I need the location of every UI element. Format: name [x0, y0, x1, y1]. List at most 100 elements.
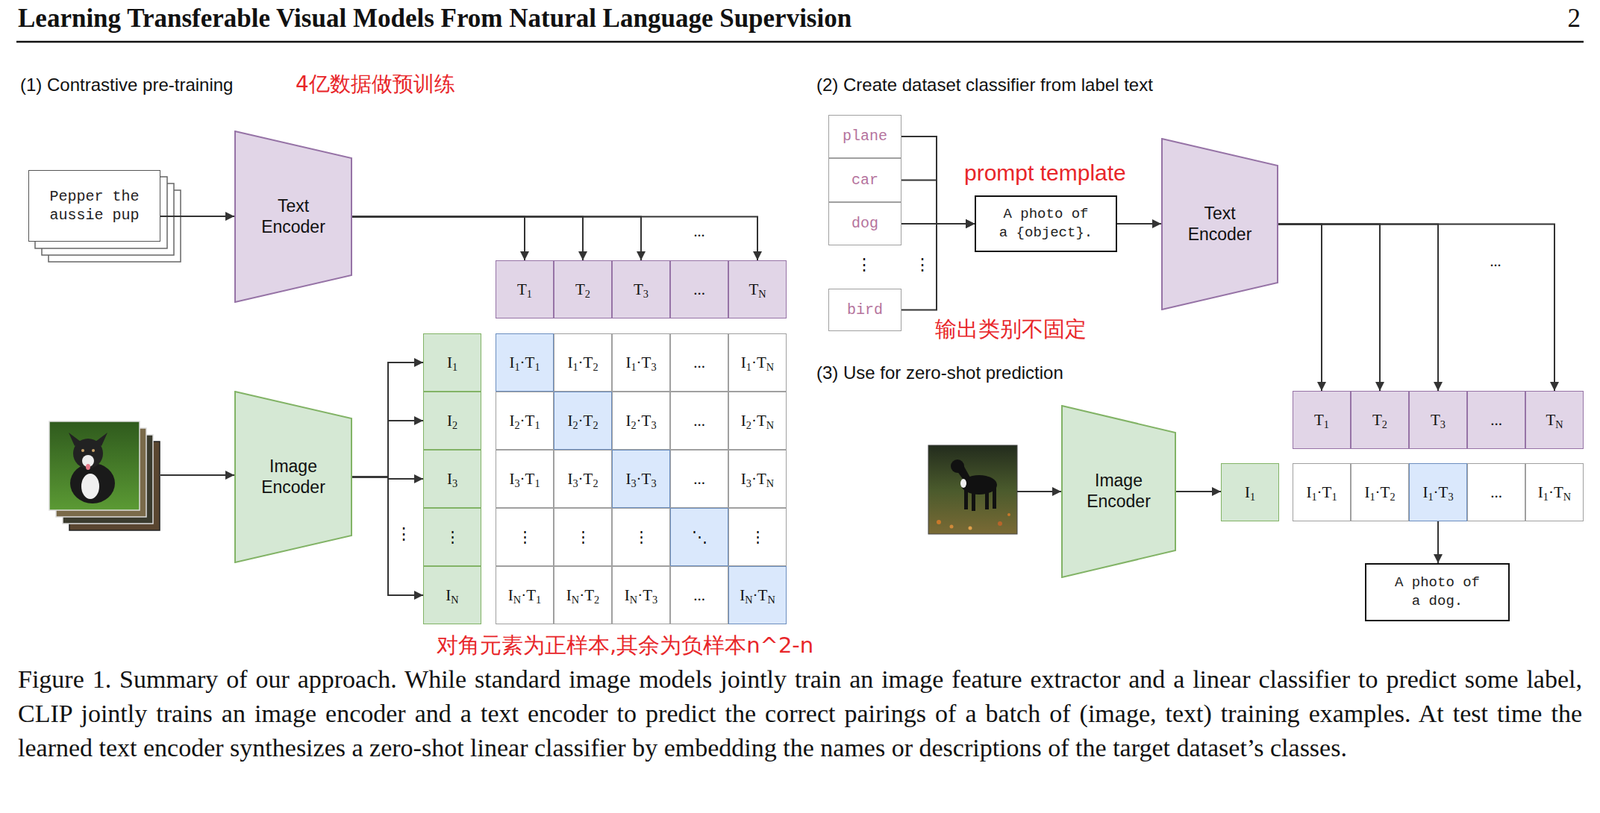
- subscript: N: [1555, 418, 1563, 431]
- connector: [352, 217, 642, 262]
- panel-heading: (2) Create dataset classifier from label…: [816, 74, 1153, 97]
- image-encoder: Image Encoder: [1061, 405, 1177, 579]
- trapezoid-shape: [235, 131, 352, 303]
- node-text: I3: [447, 471, 458, 488]
- connector: [901, 136, 975, 224]
- figure-caption: Figure 1. Summary of our approach. While…: [17, 662, 1583, 766]
- node-text: I1·T3: [625, 355, 656, 371]
- text-encoder: Text Encoder: [1161, 138, 1279, 311]
- annotation: prompt template: [964, 159, 1127, 187]
- subscript: 1: [535, 594, 542, 606]
- node-text: T1: [517, 282, 533, 298]
- node-text: Image Encoder: [252, 456, 335, 498]
- image-embedding: I2: [423, 391, 482, 450]
- node-text: ...: [1490, 485, 1503, 501]
- subscript: 2: [630, 419, 636, 432]
- subscript: 3: [1440, 418, 1446, 431]
- image-embedding: ⋮: [423, 508, 482, 567]
- dog-eye: [81, 449, 85, 453]
- subscript: 1: [526, 288, 533, 300]
- dog-chest: [81, 473, 100, 500]
- subscript: 2: [452, 419, 458, 432]
- dog-photo: [49, 421, 140, 511]
- node-text: I2·T2: [567, 413, 598, 430]
- node-text: IN·T3: [624, 588, 658, 604]
- similarity-cell: I1·T3: [611, 333, 671, 392]
- similarity-cell: IN·T1: [495, 566, 554, 625]
- node-text: TN: [748, 282, 766, 298]
- subscript: 3: [452, 477, 458, 490]
- subscript: 1: [534, 477, 540, 490]
- node-text: ...: [693, 413, 706, 430]
- text-embedding: TN: [728, 260, 787, 319]
- subscript: N: [513, 594, 521, 606]
- connector: [901, 223, 975, 311]
- subscript: N: [758, 288, 766, 300]
- subscript: 2: [594, 594, 600, 606]
- connector: [1278, 224, 1555, 392]
- dog-chest: [960, 479, 967, 489]
- prediction-box: A photo of a dog.: [1364, 563, 1510, 622]
- node-text: I2·T3: [625, 413, 656, 430]
- node-text: T3: [633, 282, 649, 298]
- connector: [1176, 491, 1221, 493]
- annotation: 4亿数据做预训练: [295, 71, 456, 98]
- similarity-cell: IN·T2: [553, 566, 612, 625]
- panel-heading: (1) Contrastive pre-training: [20, 74, 233, 97]
- similarity-cell: ...: [670, 391, 729, 450]
- image-embedding: I1: [423, 333, 482, 392]
- text-embedding: T1: [1292, 391, 1351, 450]
- node-text: I3·T3: [625, 471, 656, 488]
- similarity-cell: ⋮: [495, 508, 554, 567]
- connector: [352, 362, 424, 478]
- node-text: I1: [1244, 485, 1256, 501]
- text-paper: Pepper the aussie pup: [28, 170, 161, 242]
- subscript: N: [450, 594, 459, 606]
- node-text: I2: [447, 413, 458, 430]
- trapezoid-shape: [235, 391, 352, 563]
- subscript: 3: [650, 419, 656, 432]
- node-text: IN·T2: [566, 588, 600, 604]
- similarity-cell: ⋱: [670, 508, 729, 567]
- text-embedding: T2: [553, 260, 612, 319]
- subscript: 1: [534, 361, 540, 374]
- node-text: car: [851, 171, 879, 190]
- subscript: N: [1563, 491, 1571, 503]
- node-text: T2: [575, 282, 591, 298]
- text-embedding: T3: [1408, 391, 1468, 450]
- node-text: A photo of a {object}.: [997, 205, 1095, 242]
- similarity-cell: ⋮: [728, 508, 787, 567]
- node-text: Image Encoder: [1077, 470, 1160, 512]
- connector: [352, 420, 424, 478]
- subscript: 1: [572, 361, 578, 374]
- similarity-cell: ...: [670, 333, 729, 392]
- subscript: 3: [746, 477, 752, 490]
- dog-head: [950, 459, 965, 474]
- node-text: TN: [1545, 412, 1563, 429]
- ellipsis: ⋮: [914, 255, 931, 275]
- subscript: 1: [1331, 491, 1337, 503]
- node-text: ...: [693, 355, 706, 371]
- subscript: 1: [746, 361, 752, 374]
- node-text: T3: [1430, 412, 1446, 429]
- leaf: [1007, 513, 1011, 517]
- dog-tongue: [85, 464, 91, 471]
- similarity-cell: ...: [670, 566, 729, 625]
- subscript: 1: [630, 361, 636, 374]
- similarity-cell: I1·T2: [553, 333, 612, 392]
- subscript: 2: [592, 477, 598, 490]
- node-text: ...: [693, 588, 706, 604]
- trapezoid-shape: [1161, 138, 1278, 310]
- node-text: I3·T2: [567, 471, 598, 488]
- paper-title: Learning Transferable Visual Models From…: [17, 2, 852, 35]
- class-label: car: [828, 158, 902, 203]
- node-text: ...: [693, 471, 706, 488]
- subscript: 2: [746, 419, 752, 432]
- similarity-cell: I1·T2: [1350, 463, 1409, 522]
- dog-leg: [971, 490, 976, 512]
- connector: [1437, 521, 1439, 564]
- image-embedding: IN: [423, 566, 482, 625]
- text-embedding: T1: [495, 260, 554, 319]
- subscript: 3: [643, 288, 649, 300]
- connector: [352, 217, 525, 262]
